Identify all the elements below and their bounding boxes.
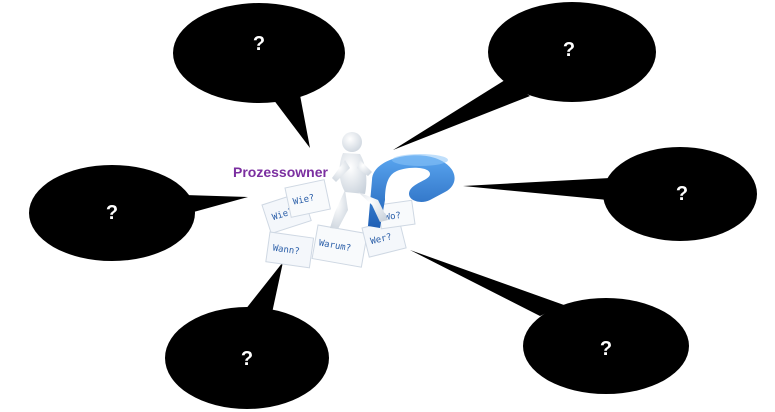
bubble-question-mark: ? bbox=[563, 39, 575, 61]
paper-notes: Wie? Wie? Wann? Warum? Wer? Wo? bbox=[261, 179, 416, 269]
person-figure-icon bbox=[330, 132, 388, 229]
speech-bubble-bottom-right: ? bbox=[410, 250, 689, 394]
center-illustration: Wie? Wie? Wann? Warum? Wer? Wo? bbox=[233, 132, 455, 269]
svg-text:Wie?: Wie? bbox=[292, 193, 315, 207]
bubble-question-mark: ? bbox=[106, 202, 118, 224]
bubble-question-mark: ? bbox=[676, 183, 688, 205]
speech-bubble-bottom-left: ? bbox=[165, 262, 329, 409]
process-owner-label: Prozessowner bbox=[233, 164, 328, 180]
bubble-question-mark: ? bbox=[600, 338, 612, 360]
speech-bubble-top-right: ? bbox=[393, 2, 656, 150]
speech-bubble-right: ? bbox=[463, 147, 757, 241]
question-mark-icon bbox=[368, 154, 455, 228]
svg-text:Wann?: Wann? bbox=[272, 244, 300, 258]
speech-bubble-top-left: ? bbox=[173, 3, 345, 148]
svg-text:Wo?: Wo? bbox=[384, 211, 401, 223]
bubble-question-mark: ? bbox=[253, 33, 265, 55]
speech-bubble-left: ? bbox=[29, 165, 248, 261]
bubble-question-mark: ? bbox=[241, 348, 253, 370]
